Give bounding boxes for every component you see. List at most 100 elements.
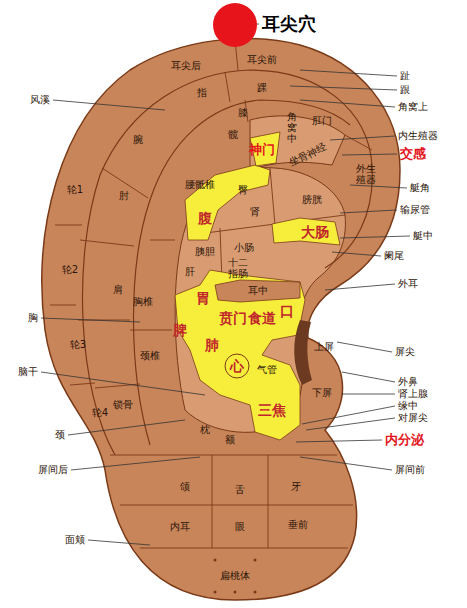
leader-line — [350, 185, 407, 188]
region-label: 气管 — [257, 364, 277, 376]
leader-line — [337, 342, 392, 352]
callout-label: 对屏尖 — [398, 412, 428, 424]
region-label: 枕 — [200, 424, 210, 436]
ear-outline — [42, 39, 400, 600]
lobe-dots — [214, 559, 257, 594]
region-label: 上屏 — [314, 341, 334, 353]
region-label: 轮2 — [62, 264, 78, 276]
highlight-regions — [175, 132, 340, 440]
leader-line — [41, 372, 205, 395]
region-label: 臀 — [238, 184, 248, 196]
tragus-shade — [294, 320, 312, 385]
region-label: 十二指肠 — [228, 257, 248, 279]
callout-label: 风溪 — [30, 94, 50, 106]
region-label: 髋 — [228, 129, 238, 141]
region-label: 眼 — [235, 521, 245, 533]
leader-line — [71, 457, 200, 470]
region-label: 胰胆 — [195, 246, 215, 258]
region-label: 贲门 — [219, 310, 247, 326]
helix-crus — [215, 280, 300, 302]
region-label: 小肠 — [234, 242, 254, 254]
region-label: 指 — [197, 87, 207, 99]
callout-label: 艇中 — [413, 230, 433, 242]
callout-label: 交感 — [400, 147, 426, 162]
region-label: 内耳 — [170, 521, 190, 533]
region-label: 肺 — [205, 337, 219, 353]
region-label: 额 — [225, 434, 235, 446]
callout-label: 跟 — [400, 84, 410, 96]
region-label: 肘 — [119, 190, 129, 202]
region-label: 腕 — [133, 134, 143, 146]
leader-line — [300, 70, 397, 76]
region-label: 胸椎 — [133, 296, 153, 308]
callout-label: 面颊 — [65, 534, 85, 546]
region-label: 颈椎 — [140, 350, 160, 362]
region-label: 锁骨 — [113, 399, 133, 411]
leader-line — [342, 394, 395, 395]
region-label: 膝 — [238, 107, 248, 119]
leader-line — [340, 210, 397, 213]
leader-line — [342, 154, 397, 155]
antihelix-line — [134, 100, 351, 445]
ear-apex-point — [213, 3, 257, 47]
triangular-fossa — [250, 116, 345, 170]
region-label: 轮4 — [92, 407, 108, 419]
callout-label: 胸 — [28, 312, 38, 324]
region-label: 肾 — [250, 206, 260, 218]
callout-label: 屏间前 — [395, 464, 425, 476]
region-label: 垂前 — [288, 519, 308, 531]
leader-line — [325, 284, 395, 290]
region-label: 肛门 — [312, 115, 332, 127]
lobe-grid — [110, 455, 353, 548]
region-label: 踝 — [257, 82, 267, 94]
callout-label: 内生殖器 — [398, 130, 438, 142]
region-label: 扁桃体 — [220, 570, 250, 582]
leader-line — [290, 86, 397, 90]
region-label: 坐骨神经 — [287, 141, 328, 168]
region-label: 耳中 — [248, 285, 268, 297]
leader-line — [41, 318, 140, 322]
leader-line — [88, 540, 150, 545]
callout-label: 屏尖 — [395, 346, 415, 358]
region-label: 肝 — [185, 266, 195, 278]
region-label: 耳尖后 — [171, 60, 201, 72]
leader-line — [330, 136, 395, 140]
callout-label: 肾上腺 — [398, 388, 428, 400]
region-label: 食道 — [248, 310, 276, 326]
leader-line — [257, 24, 259, 25]
region-label: 胃 — [196, 290, 210, 306]
callout-label: 外鼻 — [398, 376, 418, 388]
callout-label: 颈 — [55, 429, 65, 441]
region-label: 轮3 — [70, 339, 86, 351]
region-label: 神门 — [249, 143, 275, 158]
callout-label: 缘中 — [398, 400, 418, 412]
leader-line — [68, 420, 185, 435]
leader-line — [340, 236, 410, 238]
callout-label: 脑干 — [18, 366, 38, 378]
region-label: 外生殖器 — [356, 163, 376, 185]
region-label: 耳尖前 — [247, 54, 277, 66]
region-label: 腰骶椎 — [185, 179, 215, 191]
callout-label: 角窝上 — [398, 101, 428, 113]
callout-label: 阑尾 — [384, 250, 404, 262]
region-label: 三焦 — [258, 402, 286, 418]
region-label: 脾 — [173, 322, 187, 338]
helix-line — [82, 70, 372, 455]
region-label: 舌 — [235, 484, 245, 496]
region-label: 角窝中 — [287, 111, 297, 144]
callout-label: 耳尖穴 — [262, 14, 316, 35]
region-label: 肩 — [113, 284, 123, 296]
leader-line — [306, 418, 395, 430]
callout-label: 外耳 — [398, 278, 418, 290]
leader-line — [296, 440, 382, 442]
region-label: 膀胱 — [302, 194, 322, 206]
region-label: 轮1 — [67, 184, 83, 196]
callout-label: 内分泌 — [385, 433, 424, 448]
leader-line — [300, 457, 392, 470]
leader-line — [300, 100, 395, 107]
region-label: 心 — [230, 358, 244, 374]
region-label: 颌 — [180, 481, 190, 493]
